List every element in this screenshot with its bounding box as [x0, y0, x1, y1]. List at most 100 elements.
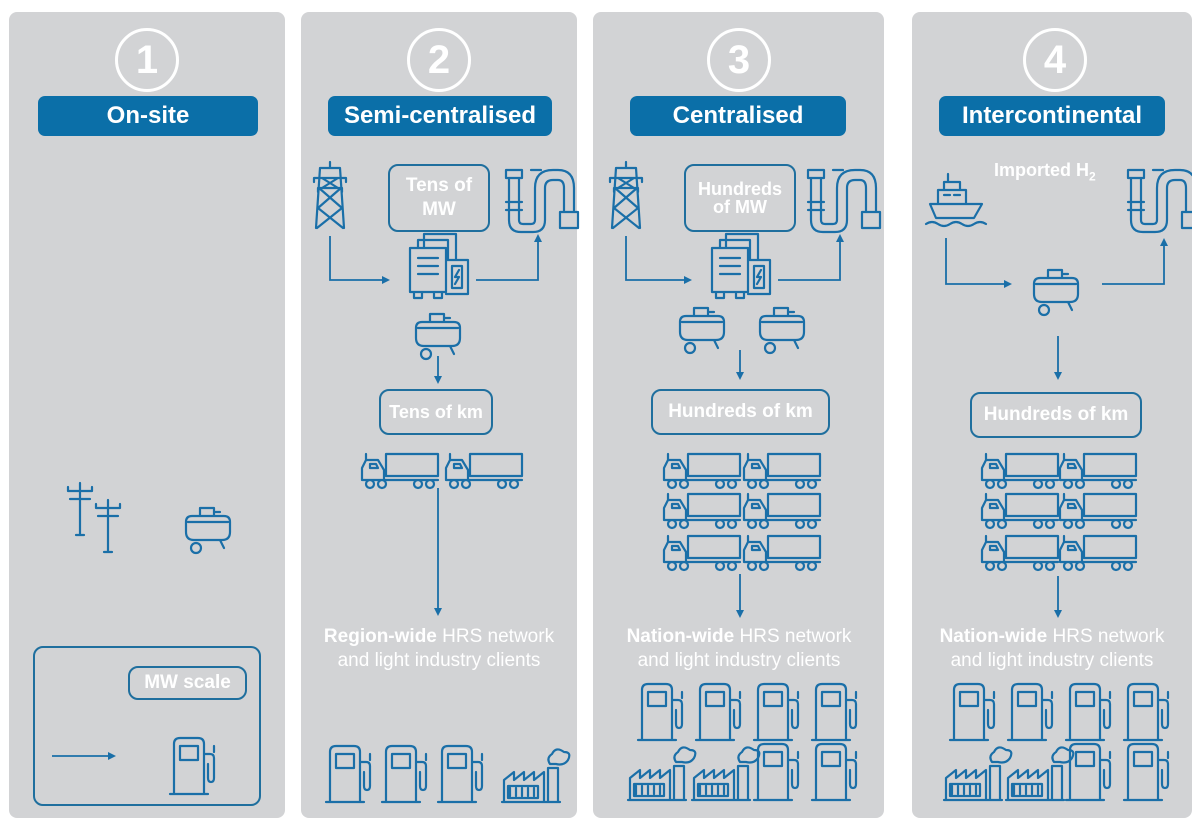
fuel-pump-icon [1006, 682, 1054, 742]
truck-icon [1058, 534, 1138, 572]
arrowhead [382, 276, 390, 284]
caption-line2: and light industry clients [637, 650, 841, 671]
transmission-tower-icon [608, 160, 644, 230]
arrowhead [1054, 372, 1062, 380]
truck-icon [444, 452, 524, 490]
mw-scale-frame [33, 646, 261, 806]
truck-icon [662, 534, 742, 572]
step-number-2: 2 [407, 28, 471, 92]
caption-bold: Nation-wide [626, 626, 735, 647]
arrowhead [534, 234, 542, 242]
truck-icon [1058, 452, 1138, 490]
caption-rest: HRS network [436, 626, 555, 647]
fuel-pump-icon [1122, 682, 1170, 742]
step-number-3: 3 [707, 28, 771, 92]
pipeline-icon [504, 168, 580, 234]
fuel-pump-icon [636, 682, 684, 742]
power-pole-icon [94, 498, 122, 554]
arrowhead [736, 372, 744, 380]
fuel-pump-icon [1064, 682, 1112, 742]
truck-icon [980, 534, 1060, 572]
transmission-tower-icon [312, 160, 348, 230]
fuel-pump-icon [324, 744, 372, 804]
step-number-4: 4 [1023, 28, 1087, 92]
factory-icon [626, 746, 697, 802]
compressor-icon [184, 506, 232, 555]
connector-ship-to-compressor [945, 238, 1006, 285]
title-on-site: On-site [38, 96, 258, 136]
imported-h2-text: Imported H [994, 160, 1090, 180]
arrowhead [434, 608, 442, 616]
pipeline-icon [806, 168, 882, 234]
factory-icon [942, 746, 1013, 802]
compressor-icon [758, 306, 806, 355]
compressor-icon [414, 312, 462, 361]
arrowhead [1004, 280, 1012, 288]
electrolyser-icon [408, 232, 470, 300]
imported-h2-label: Imported H2 [994, 160, 1096, 184]
mw-scale-label: MW scale [128, 666, 247, 700]
fuel-pump-icon [380, 744, 428, 804]
fuel-pump-icon [948, 682, 996, 742]
step-number-1: 1 [115, 28, 179, 92]
connector-tower-to-electrolyser [625, 236, 686, 281]
fuel-pump-icon [752, 682, 800, 742]
caption-bold: Nation-wide [939, 626, 1048, 647]
caption-nation-wide-4: Nation-wide HRS network and light indust… [916, 625, 1188, 673]
truck-icon [742, 452, 822, 490]
ship-icon [924, 172, 988, 228]
distance-hundreds-of-km-4: Hundreds of km [970, 392, 1142, 438]
fuel-pump-icon [694, 682, 742, 742]
connector-compressor-to-pipeline [1102, 244, 1165, 285]
capacity-tens-of-mw: Tens of MW [388, 164, 490, 232]
fuel-pump-icon [168, 736, 216, 796]
truck-icon [1058, 492, 1138, 530]
truck-icon [980, 452, 1060, 490]
compressor-icon [1032, 268, 1080, 317]
connector-electrolyser-to-pipeline [476, 240, 539, 281]
factory-icon [500, 748, 571, 804]
truck-icon [742, 492, 822, 530]
title-intercontinental: Intercontinental [939, 96, 1165, 136]
factory-icon [690, 746, 761, 802]
truck-icon [742, 534, 822, 572]
arrowhead [108, 752, 116, 760]
distance-hundreds-of-km: Hundreds of km [651, 389, 830, 435]
capacity-hundreds-of-mw: Hundreds of MW [684, 164, 796, 232]
pipeline-icon [1126, 168, 1192, 234]
truck-icon [662, 452, 742, 490]
title-semi-centralised: Semi-centralised [328, 96, 552, 136]
arrowhead [736, 610, 744, 618]
caption-rest: HRS network [1047, 626, 1165, 647]
connector-tower-to-electrolyser [329, 236, 384, 281]
panel-on-site [9, 12, 285, 818]
fuel-pump-icon [810, 742, 858, 802]
distance-tens-of-km: Tens of km [379, 389, 493, 435]
caption-line2: and light industry clients [950, 650, 1154, 671]
electrolyser-icon [710, 232, 772, 300]
fuel-pump-icon [752, 742, 800, 802]
caption-nation-wide-3: Nation-wide HRS network and light indust… [598, 625, 880, 673]
arrowhead [1160, 238, 1168, 246]
arrowhead [836, 234, 844, 242]
arrowhead [684, 276, 692, 284]
fuel-pump-icon [810, 682, 858, 742]
factory-icon [1004, 746, 1075, 802]
truck-icon [360, 452, 440, 490]
caption-rest: HRS network [734, 626, 852, 647]
caption-region-wide: Region-wide HRS network and light indust… [305, 625, 573, 673]
fuel-pump-icon [436, 744, 484, 804]
caption-line2: and light industry clients [337, 650, 541, 671]
power-pole-icon [66, 481, 94, 537]
arrowhead [434, 376, 442, 384]
title-centralised: Centralised [630, 96, 846, 136]
caption-bold: Region-wide [323, 626, 437, 647]
truck-icon [980, 492, 1060, 530]
compressor-icon [678, 306, 726, 355]
truck-icon [662, 492, 742, 530]
fuel-pump-icon [1122, 742, 1170, 802]
arrowhead [1054, 610, 1062, 618]
imported-h2-subscript: 2 [1089, 169, 1096, 184]
panel-semi-centralised [301, 12, 577, 818]
